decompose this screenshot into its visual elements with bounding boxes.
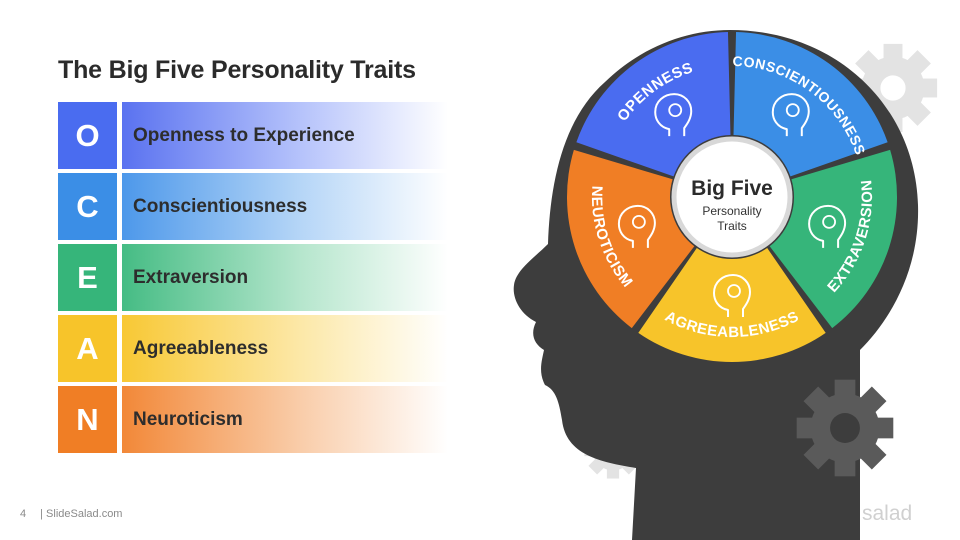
wheel-segment-conscientiousness <box>733 32 888 177</box>
letter-tile: A <box>58 315 117 382</box>
ocean-row-agreeableness: A Agreeableness <box>58 315 448 382</box>
footer-site: | SlideSalad.com <box>40 508 123 520</box>
trait-band: Conscientiousness <box>122 173 448 240</box>
trait-band: Extraversion <box>122 244 448 311</box>
trait-label: Conscientiousness <box>133 195 308 217</box>
wheel-segment-agreeableness <box>638 248 826 362</box>
slide-title: The Big Five Personality Traits <box>58 56 416 84</box>
center-subtitle: Personality <box>702 204 761 218</box>
lightbulb-head-icon <box>654 93 693 137</box>
trait-label: Agreeableness <box>133 337 269 359</box>
heart-hand-head-icon <box>713 274 751 317</box>
wheel-segment-extraversion <box>769 149 897 329</box>
trait-band: Agreeableness <box>122 315 448 382</box>
ocean-row-neuroticism: N Neuroticism <box>58 386 448 453</box>
letter-tile: N <box>58 386 117 453</box>
center-title: Big Five <box>691 177 773 200</box>
gear-icon <box>796 379 894 477</box>
page-number: 4 <box>20 508 27 520</box>
speech-head-icon <box>808 204 847 248</box>
storm-cloud-head-icon <box>617 204 656 248</box>
trait-label: Neuroticism <box>133 408 243 430</box>
ocean-row-extraversion: E Extraversion <box>58 244 448 311</box>
letter-tile: O <box>58 102 117 169</box>
ocean-list: O Openness to Experience C Conscientious… <box>58 102 448 457</box>
gear-head-icon <box>771 93 810 137</box>
letter-tile: C <box>58 173 117 240</box>
trait-label: Openness to Experience <box>133 124 355 146</box>
wheel-segment-openness <box>576 32 731 177</box>
wheel-center <box>671 136 793 258</box>
trait-label: Extraversion <box>133 266 249 288</box>
trait-band: Openness to Experience <box>122 102 448 169</box>
center-subtitle: Traits <box>717 219 747 233</box>
ocean-row-openness: O Openness to Experience <box>58 102 448 169</box>
letter-tile: E <box>58 244 117 311</box>
footer: 4 | SlideSalad.com <box>20 508 122 520</box>
brand-watermark: salad <box>862 502 913 525</box>
ocean-row-conscientiousness: C Conscientiousness <box>58 173 448 240</box>
trait-band: Neuroticism <box>122 386 448 453</box>
wheel-segment-neuroticism <box>566 149 695 329</box>
